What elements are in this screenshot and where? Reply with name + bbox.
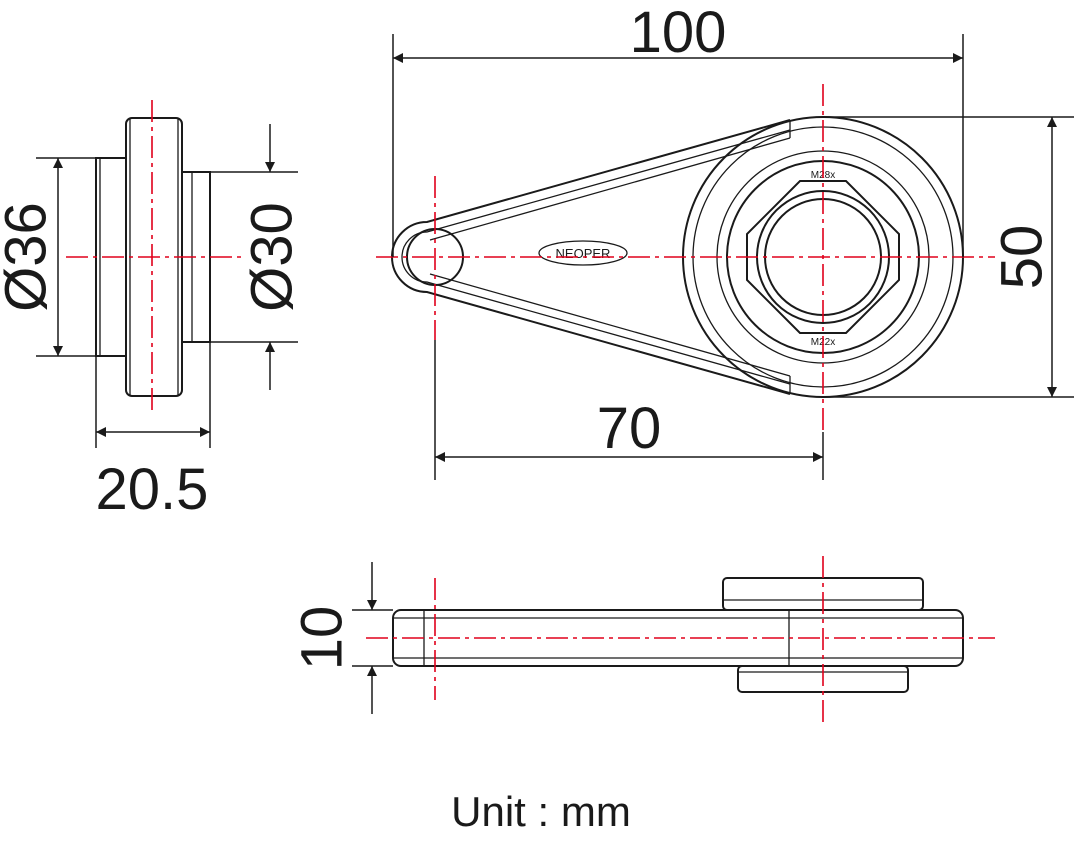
dimension-inner-diameter: Ø30 xyxy=(240,202,305,312)
dimension-overall-length: 100 xyxy=(630,0,727,65)
unit-label: Unit : mm xyxy=(451,788,631,835)
dimension-thickness: 10 xyxy=(290,606,355,671)
dimension-side-width: 20.5 xyxy=(96,457,209,522)
dimension-center-distance: 70 xyxy=(597,396,662,461)
dimension-outer-diameter: Ø36 xyxy=(0,202,59,312)
dimension-overall-height: 50 xyxy=(990,225,1055,290)
brand-label: NEOPER xyxy=(556,246,611,261)
brand-badge xyxy=(538,240,628,266)
side-view: Ø36 Ø30 20.5 xyxy=(0,100,305,522)
top-view: 10 xyxy=(290,556,995,722)
front-view: M28x M22x NEOPER 100 70 50 xyxy=(376,0,1074,480)
hex-bore xyxy=(746,180,900,334)
